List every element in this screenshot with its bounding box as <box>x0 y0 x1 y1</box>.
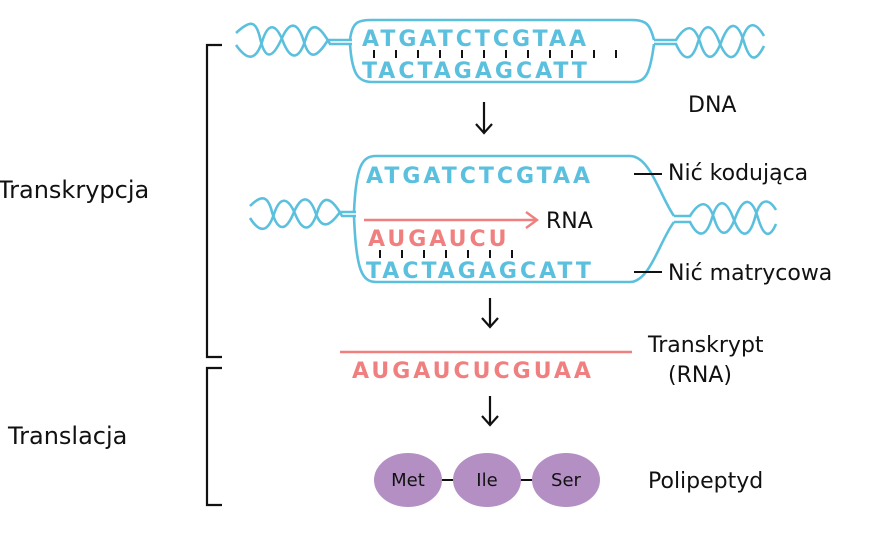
dna-template-strand-line <box>348 43 656 84</box>
dna-right-helix <box>654 24 766 59</box>
amino-acid-ile-label: Ile <box>476 470 497 491</box>
bubble-coding-strand-line <box>352 154 676 217</box>
transcription-label: Transkrypcja <box>0 176 149 204</box>
amino-acid-met <box>374 453 442 507</box>
dna-base-pair-ticks <box>373 50 617 58</box>
dna-coding-sequence: ATGATCTCGTAA <box>362 27 589 52</box>
amino-acid-ile <box>453 453 521 507</box>
dna-right-helix-2 <box>654 23 766 59</box>
translation-label: Translacja <box>7 422 127 450</box>
dna-template-sequence: TACTAGAGCATT <box>362 59 590 84</box>
right-arrow-icon <box>364 211 540 229</box>
coding-strand-label: Nić kodująca <box>668 161 808 186</box>
transcription-bubble: ATGATCTCGTAA RNA AUGAUCU TACTAGAGCATT <box>248 154 778 284</box>
rna-base-pair-ticks <box>379 250 513 258</box>
transcript-label-rna: (RNA) <box>668 363 732 388</box>
polypeptide-chain: Met Ile Ser <box>374 453 600 507</box>
bubble-coding-sequence: ATGATCTCGTAA <box>366 164 593 189</box>
transcript-label: Transkrypt <box>647 333 764 358</box>
rna-arrow-label: RNA <box>546 209 593 234</box>
bubble-template-strand-line <box>352 215 676 284</box>
translation-bracket <box>205 366 222 507</box>
down-arrow-icon <box>481 396 499 427</box>
dna-left-helix <box>235 22 352 56</box>
amino-acid-ser <box>532 453 600 507</box>
dna-double-helix: ATGATCTCGTAA TACTAGAGCATT <box>234 18 766 84</box>
down-arrow-icon <box>475 102 493 135</box>
transcription-bracket <box>205 43 222 359</box>
transcript-sequence: AUGAUCUCGUAA <box>352 359 594 384</box>
amino-acid-met-label: Met <box>391 470 425 491</box>
bubble-right-helix-2 <box>674 200 778 235</box>
bubble-right-helix <box>674 200 778 236</box>
dna-label: DNA <box>688 93 736 118</box>
amino-acid-ser-label: Ser <box>551 470 582 491</box>
bubble-left-helix-2 <box>248 198 356 231</box>
down-arrow-icon <box>481 298 499 329</box>
dna-left-helix-2 <box>234 25 352 58</box>
dna-coding-strand-line <box>348 18 656 41</box>
bubble-template-sequence: TACTAGAGCATT <box>366 259 594 284</box>
polypeptide-label: Polipeptyd <box>648 469 763 494</box>
bubble-rna-sequence: AUGAUCU <box>368 227 510 252</box>
template-strand-label: Nić matrycowa <box>668 261 832 286</box>
